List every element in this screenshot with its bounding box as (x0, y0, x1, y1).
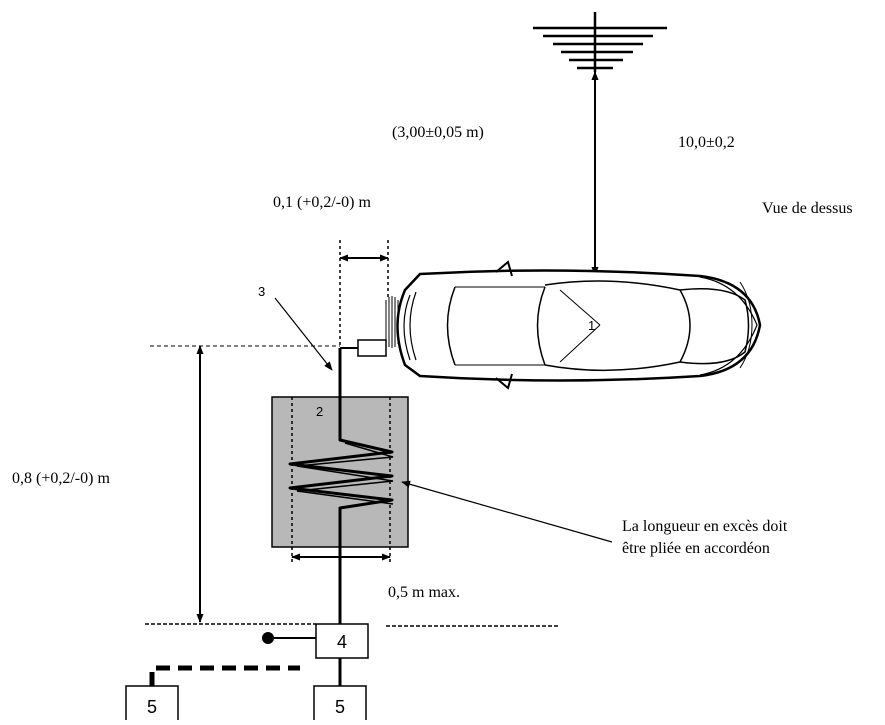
cable-fold-outline (296, 442, 394, 505)
device-4-box (315, 623, 369, 659)
note-line-2: être pliée en accordéon (622, 540, 770, 557)
callout-cable: 3 (258, 284, 265, 299)
view-label: Vue de dessus (762, 200, 853, 217)
connector-plug (357, 339, 387, 357)
offset-dimension (339, 240, 389, 345)
vehicle-top-view (385, 260, 762, 390)
note-arrow (401, 480, 613, 543)
height-label: 0,8 (+0,2/-0) m (12, 470, 110, 487)
callout-device-top: 4 (337, 632, 347, 652)
note-line-1: La longueur en excès doit (622, 518, 788, 535)
callout-box: 2 (316, 404, 323, 419)
distance-long-label: 10,0±0,2 (678, 134, 735, 151)
width-max-label: 0,5 m max. (388, 584, 460, 601)
callout-3-arrow (274, 297, 333, 371)
offset-label: 0,1 (+0,2/-0) m (273, 194, 371, 211)
callout-device-left: 5 (147, 697, 157, 717)
antenna-icon (533, 12, 667, 72)
cable-line (288, 348, 394, 625)
callout-vehicle: 1 (588, 318, 595, 333)
callout-device-bottom: 5 (335, 697, 345, 717)
distance-short-label: (3,00±0,05 m) (392, 124, 484, 141)
device-5-dashed-link (149, 665, 300, 686)
device-5-bottom-box (313, 685, 367, 725)
device-5-left-box (125, 685, 179, 725)
